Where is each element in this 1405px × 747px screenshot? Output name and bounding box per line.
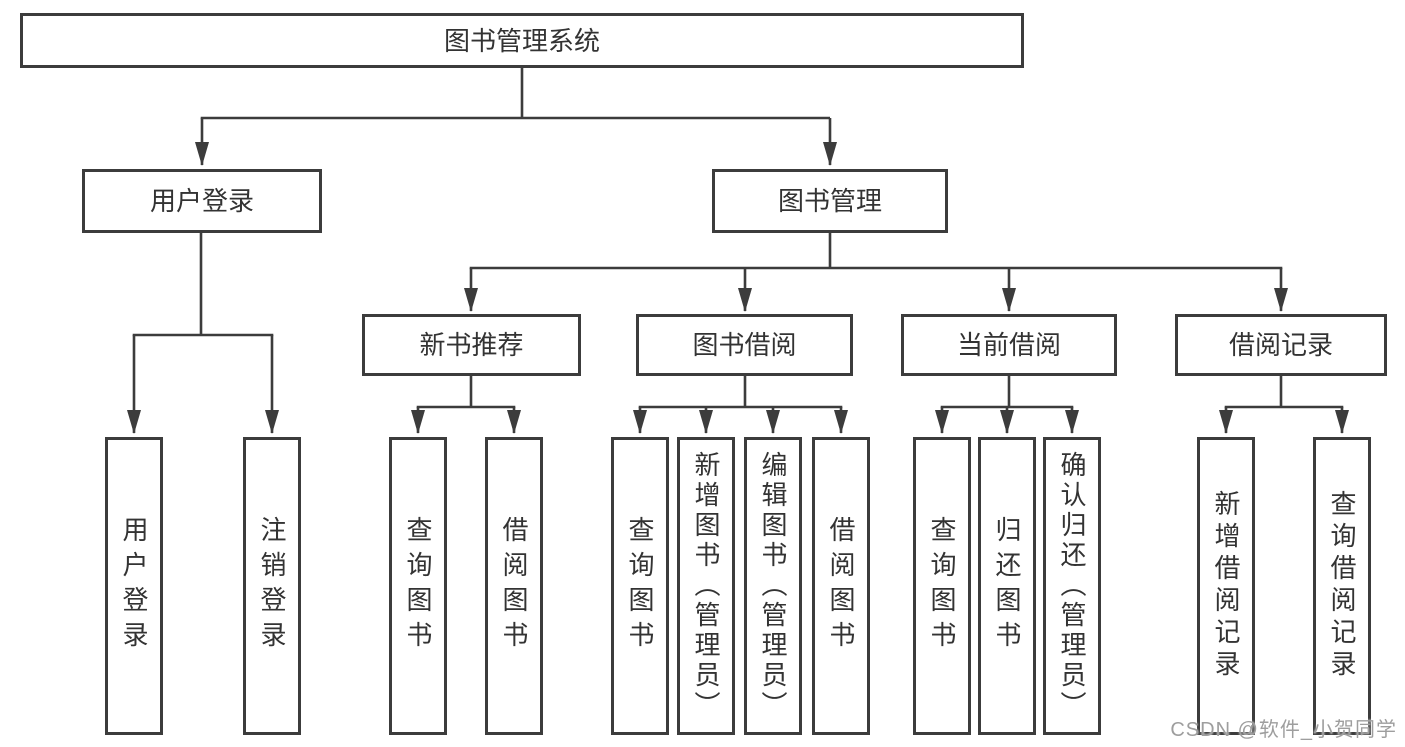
leaf-confirm-return-admin: 确认归还（管理员） [1043,437,1101,735]
node-book-borrowing: 图书借阅 [636,314,853,376]
leaf-add-borrow-record: 新增借阅记录 [1197,437,1255,735]
leaf-user-login: 用户登录 [105,437,163,735]
leaf-label: 借阅图书 [826,516,856,656]
leaf-label: 查询借阅记录 [1327,490,1357,682]
leaf-query-books-recommend: 查询图书 [389,437,447,735]
node-borrowing-records: 借阅记录 [1175,314,1387,376]
leaf-logout: 注销登录 [243,437,301,735]
leaf-label: 查询图书 [927,516,957,656]
leaf-query-borrow-record: 查询借阅记录 [1313,437,1371,735]
leaf-label: 新增借阅记录 [1211,490,1241,682]
node-book-management: 图书管理 [712,169,948,233]
connector-borrow-record-children [1219,376,1349,434]
csdn-watermark: CSDN @软件_小贺同学 [1170,719,1397,741]
leaf-label: 归还图书 [992,516,1022,656]
leaf-query-books-borrow: 查询图书 [611,437,669,735]
leaf-label: 查询图书 [403,516,433,656]
leaf-label: 注销登录 [257,516,287,656]
connector-current-borrow-children [935,376,1079,434]
leaf-return-books: 归还图书 [978,437,1036,735]
connector-root-to-level2 [195,68,837,166]
leaf-borrow-books: 借阅图书 [812,437,870,735]
node-user-login: 用户登录 [82,169,322,233]
leaf-query-books-current: 查询图书 [913,437,971,735]
connector-new-book-children [411,376,521,434]
connector-book-management-children [464,233,1288,312]
connector-book-borrow-children [633,376,848,434]
leaf-label: 借阅图书 [499,516,529,656]
leaf-label: 编辑图书（管理员） [758,451,788,721]
leaf-add-books-admin: 新增图书（管理员） [677,437,735,735]
connector-user-login-children [127,233,279,434]
leaf-label: 确认归还（管理员） [1057,451,1087,721]
leaf-label: 新增图书（管理员） [691,451,721,721]
node-current-borrowing: 当前借阅 [901,314,1117,376]
leaf-borrow-books-recommend: 借阅图书 [485,437,543,735]
node-library-management-system: 图书管理系统 [20,13,1024,68]
leaf-label: 查询图书 [625,516,655,656]
node-new-book-recommend: 新书推荐 [362,314,581,376]
leaf-label: 用户登录 [119,516,149,656]
leaf-edit-books-admin: 编辑图书（管理员） [744,437,802,735]
